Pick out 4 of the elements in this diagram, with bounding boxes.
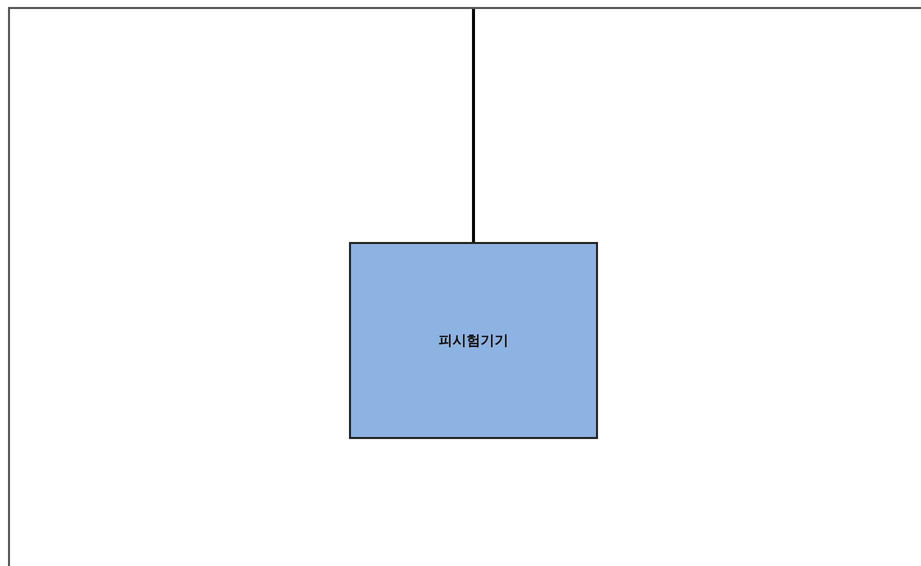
node-label: 피시험기기 bbox=[438, 332, 508, 350]
frame-outline bbox=[8, 7, 921, 566]
connector-line bbox=[472, 8, 475, 242]
device-box bbox=[349, 242, 598, 439]
